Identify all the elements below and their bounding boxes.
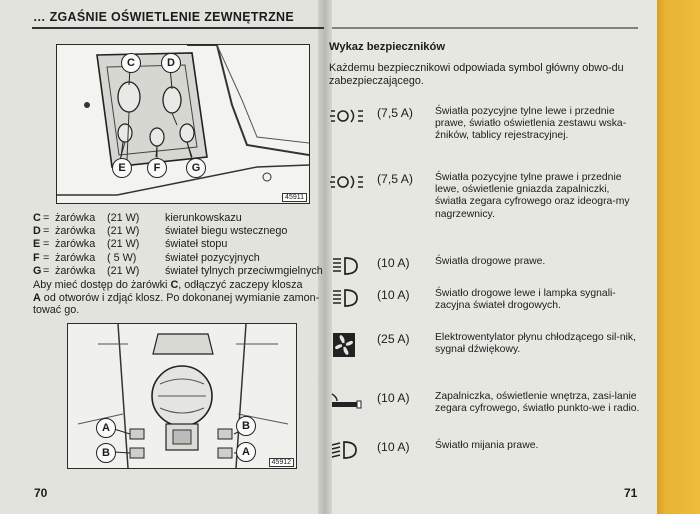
figure-code: 45911 [282, 193, 307, 202]
callout-d: D [161, 53, 181, 73]
cigarette-lighter-icon [329, 391, 365, 411]
figure-rear-lamp-bulbs: C D E F G 45911 [56, 44, 310, 204]
callout-b-right: B [236, 416, 256, 436]
figure-lamp-lens-clips: A B B A 45912 [67, 323, 297, 469]
callout-a-left: A [96, 418, 116, 438]
fuse-list-intro: Każdemu bezpiecznikowi odpowiada symbol … [329, 62, 624, 87]
page-number-right: 71 [624, 486, 638, 500]
section-title: … ZGAŚNIE OŚWIETLENIE ZEWNĘTRZNE [33, 10, 295, 24]
fuse-description: Zapalniczka, oświetlenie wnętrza, zasi-l… [435, 391, 640, 415]
fuse-rating: (10 A) [377, 391, 410, 405]
right-page [320, 0, 658, 514]
high-beam-icon [329, 256, 365, 276]
cooling-fan-icon [329, 332, 365, 357]
bulb-row: G=żarówka(21 W)świateł tylnych przeciwmg… [33, 264, 323, 277]
bulb-list: C=żarówka(21 W)kierunkowskazu D=żarówka(… [33, 212, 323, 278]
fuse-rating: (10 A) [377, 440, 410, 454]
high-beam-icon [329, 288, 365, 308]
figure-code: 45912 [268, 458, 294, 467]
position-lights-icon [329, 172, 365, 192]
bulb-row: E=żarówka(21 W)świateł stopu [33, 238, 228, 251]
fuse-description: Światła drogowe prawe. [435, 256, 546, 267]
yellow-edge-tab [657, 0, 700, 514]
position-lights-icon [329, 106, 365, 126]
bulb-row: C=żarówka(21 W)kierunkowskazu [33, 212, 242, 224]
fuse-description: Elektrowentylator płynu chłodzącego sil-… [435, 332, 636, 356]
header-rule-right [332, 27, 638, 29]
bulb-row: D=żarówka(21 W)świateł biegu wstecznego [33, 225, 288, 238]
fuse-description: Światło drogowe lewe i lampka sygnali-za… [435, 288, 616, 312]
callout-c: C [121, 53, 141, 73]
book-gutter [318, 0, 332, 514]
callout-f: F [147, 158, 167, 178]
fuse-description: Światła pozycyjne tylne prawe i przednie… [435, 172, 630, 220]
callout-e: E [112, 158, 132, 178]
fuse-rating: (25 A) [377, 332, 410, 346]
instruction-paragraph: Aby mieć dostęp do żarówki C, odłączyć z… [33, 279, 320, 316]
low-beam-icon [329, 440, 365, 460]
page-number-left: 70 [34, 486, 48, 500]
fuse-list-heading: Wykaz bezpieczników [329, 41, 446, 53]
bulb-row: F=żarówka( 5 W)świateł pozycyjnych [33, 251, 260, 264]
callout-b-left: B [96, 443, 116, 463]
callout-a-right: A [236, 442, 256, 462]
fuse-description: Światła pozycyjne tylne lewe i przednie … [435, 106, 627, 142]
fuse-rating: (10 A) [377, 256, 410, 270]
fuse-rating: (7,5 A) [377, 172, 413, 186]
fuse-description: Światło mijania prawe. [435, 440, 539, 451]
rear-lamp-drawing [57, 45, 309, 203]
fuse-rating: (7,5 A) [377, 106, 413, 120]
callout-g: G [186, 158, 206, 178]
header-rule [32, 27, 324, 29]
fuse-rating: (10 A) [377, 288, 410, 302]
